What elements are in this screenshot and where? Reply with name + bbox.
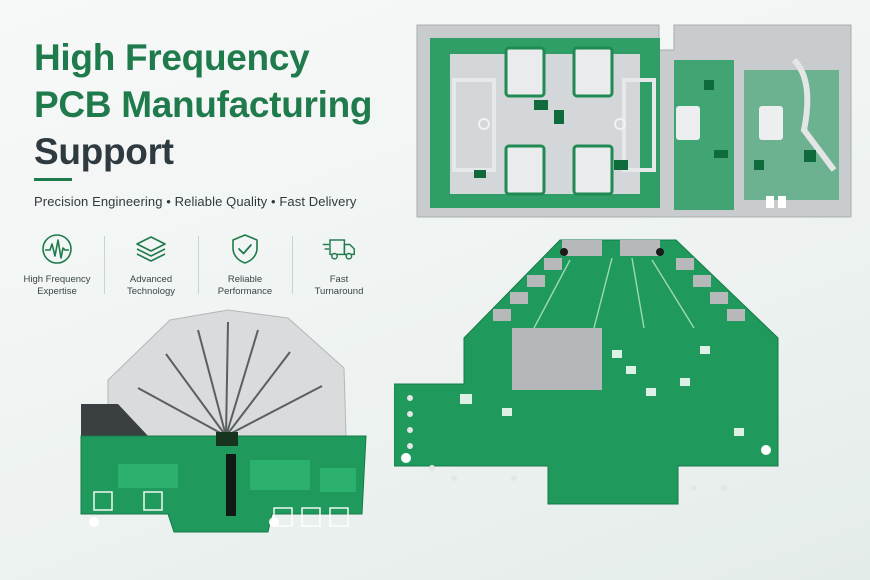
headline-line-1: High Frequency bbox=[34, 37, 310, 78]
shield-check-icon bbox=[227, 232, 263, 266]
waveform-icon bbox=[39, 232, 75, 266]
truck-icon bbox=[321, 232, 357, 266]
title-underline bbox=[34, 178, 72, 181]
tagline: Precision Engineering • Reliable Quality… bbox=[34, 194, 357, 209]
pcb-board-top-right bbox=[416, 24, 852, 218]
pcb-board-bottom-left bbox=[80, 309, 367, 533]
headline-line-2: PCB Manufacturing bbox=[34, 84, 373, 125]
headline: High Frequency PCB Manufacturing Support bbox=[34, 34, 372, 175]
pcb-board-bottom-right bbox=[394, 239, 779, 505]
layers-icon bbox=[133, 232, 169, 266]
headline-line-3: Support bbox=[34, 131, 174, 172]
